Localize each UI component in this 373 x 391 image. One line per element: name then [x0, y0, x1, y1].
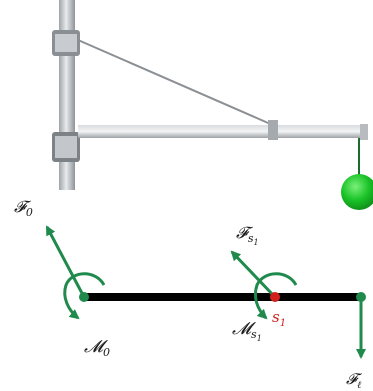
- support-cable: [77, 39, 276, 127]
- label-moment-base: 𝓜0: [84, 337, 110, 359]
- base-moment-arrow: [63, 272, 106, 320]
- tip-node: [356, 292, 366, 302]
- base-node: [79, 292, 89, 302]
- section-force-arrow: [230, 250, 277, 299]
- label-force-section: 𝓕s1: [236, 223, 259, 247]
- label-force-base: 𝓕0: [14, 197, 33, 219]
- free-body-diagram: [45, 225, 366, 359]
- crane-photo: [48, 0, 373, 210]
- base-force-arrow: [45, 225, 86, 298]
- horizontal-arm: [78, 125, 368, 138]
- label-moment-section: 𝓜s1: [232, 319, 262, 343]
- label-section-point: s1: [272, 308, 286, 329]
- section-moment-arrow: [253, 272, 298, 320]
- load-ball: [341, 174, 373, 210]
- section-point: [270, 292, 280, 302]
- label-force-tip: 𝓕ℓ: [346, 370, 363, 391]
